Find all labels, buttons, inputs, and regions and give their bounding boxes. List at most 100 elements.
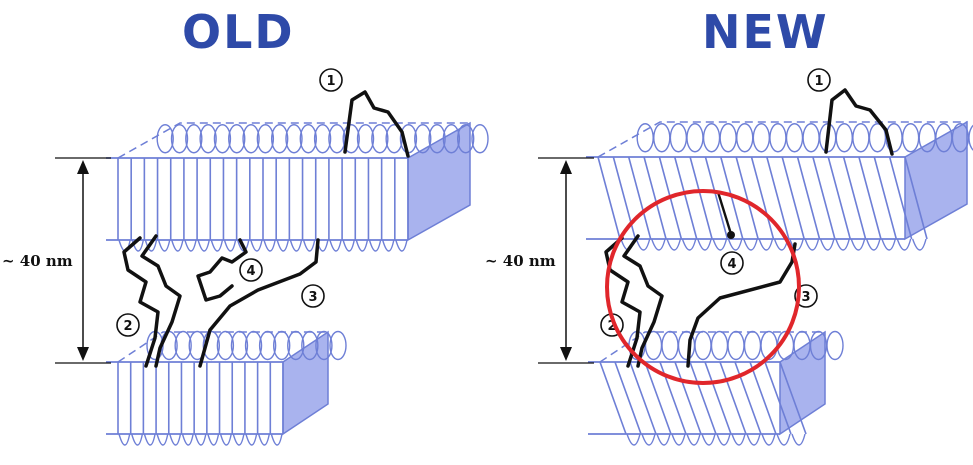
- lamella-loop: [702, 123, 721, 153]
- lamella-bottom-loop: [896, 238, 912, 251]
- lamella-stripe: [904, 156, 928, 240]
- lamella-stripe: [812, 156, 836, 240]
- dimension-arrowhead-down: [560, 347, 572, 361]
- lamella-bottom-loop: [302, 239, 316, 252]
- old-panel-title: OLD: [182, 5, 295, 59]
- lamella-loop: [669, 123, 688, 153]
- lamella-stripe: [766, 156, 790, 240]
- lamella-bottom-loop: [342, 239, 355, 252]
- lamella-stripe: [749, 361, 777, 435]
- dimension-arrowhead-up: [77, 160, 89, 174]
- tether-4: [196, 238, 248, 302]
- lamella-bottom-loop: [197, 239, 210, 252]
- lamella-bottom-loop: [368, 239, 382, 252]
- lamella-bottom-loop: [232, 433, 245, 446]
- lamella-side-face: [407, 121, 471, 242]
- lamella-bottom-loop: [758, 238, 774, 251]
- spacing-label: ~ 40 nm: [2, 252, 73, 270]
- lamella-bottom-loop: [270, 433, 283, 446]
- lamella-stripe: [873, 156, 898, 240]
- tether-1: [343, 90, 410, 158]
- tether-2b: [622, 234, 664, 368]
- lamella-loop: [471, 124, 489, 154]
- lamella-bottom-loop: [143, 433, 156, 446]
- lamella-loop: [636, 123, 654, 153]
- lamella-loop: [287, 330, 305, 361]
- lamella-bottom-loop: [761, 433, 776, 446]
- lamella-bottom-loop: [131, 433, 144, 446]
- lamella-top-edge: [597, 121, 967, 158]
- old-dimension: ~ 40 nm: [2, 157, 111, 364]
- lamella-bottom-loop: [263, 239, 276, 252]
- lamella-bottom-loop: [865, 238, 881, 251]
- lamella-loop: [653, 123, 671, 153]
- lamella-stripe: [750, 156, 775, 240]
- lamella-stripe: [781, 156, 805, 240]
- lamella-loop: [315, 330, 333, 361]
- marker-number: 2: [123, 319, 132, 334]
- lamella-bottom-loop: [355, 239, 369, 252]
- lamella-loop: [835, 123, 853, 153]
- lamella-bottom-loop: [666, 238, 682, 251]
- lamella-loop: [256, 124, 275, 154]
- dimension-arrowhead-down: [77, 347, 89, 361]
- lamella-loop: [228, 124, 246, 154]
- lamella-stripe: [779, 361, 807, 435]
- lamella-loop: [901, 123, 920, 153]
- lamella-loop: [313, 124, 332, 154]
- lamella-bottom-loop: [835, 238, 850, 251]
- lamella-stripe: [796, 156, 821, 240]
- lamella-loop: [230, 330, 249, 361]
- lamella-bottom-loop: [743, 238, 758, 251]
- marker-number: 4: [246, 264, 255, 279]
- old-bottom-lamella: [106, 330, 347, 446]
- lamella-bottom-loop: [727, 238, 743, 251]
- new-bottom-lamella: [588, 330, 844, 446]
- lamella-bottom-loop: [656, 433, 671, 446]
- lamella-bottom-loop: [169, 433, 182, 446]
- lamella-stripe: [720, 156, 744, 240]
- marker-number: 4: [727, 257, 736, 272]
- lamella-loop: [752, 123, 771, 153]
- lamella-loop: [242, 124, 260, 154]
- lamella-bottom-loop: [881, 238, 896, 251]
- marker-circle: [301, 284, 325, 308]
- lamella-stripe: [827, 156, 852, 240]
- lamella-bottom-loop: [697, 238, 712, 251]
- lamella-loop: [414, 124, 432, 154]
- marker-number: 3: [308, 290, 317, 305]
- marker-number: 2: [607, 319, 616, 334]
- tether-4-short: [716, 191, 733, 235]
- lamella-stripe: [764, 361, 792, 435]
- lamella-loop: [852, 123, 870, 153]
- tether-4-anchor-dot: [727, 231, 735, 239]
- lamella-bottom-loop: [716, 433, 731, 446]
- lamella-stripe: [735, 156, 759, 240]
- lamella-loop: [356, 124, 375, 154]
- lamella-top-edge: [117, 122, 470, 159]
- lamella-stripe: [858, 156, 882, 240]
- lamella-loop: [213, 124, 232, 154]
- lamella-stripe: [673, 156, 698, 240]
- lamella-top-edge: [599, 331, 825, 363]
- lamella-bottom-loop: [635, 238, 651, 251]
- lamella-stripe: [704, 156, 729, 240]
- lamella-loop: [328, 124, 346, 154]
- lamella-stripe: [842, 156, 867, 240]
- lamella-bottom-loop: [791, 433, 806, 446]
- tether-3: [686, 242, 797, 368]
- tether-2b: [140, 234, 182, 368]
- lamella-loop: [736, 123, 754, 153]
- lamella-bottom-loop: [626, 433, 641, 446]
- new-tethers: [604, 88, 894, 368]
- lamella-loop: [727, 330, 745, 361]
- lamella-stripe: [614, 361, 642, 435]
- lamella-bottom-loop: [329, 239, 342, 252]
- lamella-loop: [342, 124, 360, 154]
- lamella-bottom-loop: [276, 239, 290, 252]
- lamella-stripe: [629, 361, 657, 435]
- lamella-loop: [785, 123, 804, 153]
- lamella-bottom-loop: [701, 433, 716, 446]
- lamella-stripe: [689, 361, 717, 435]
